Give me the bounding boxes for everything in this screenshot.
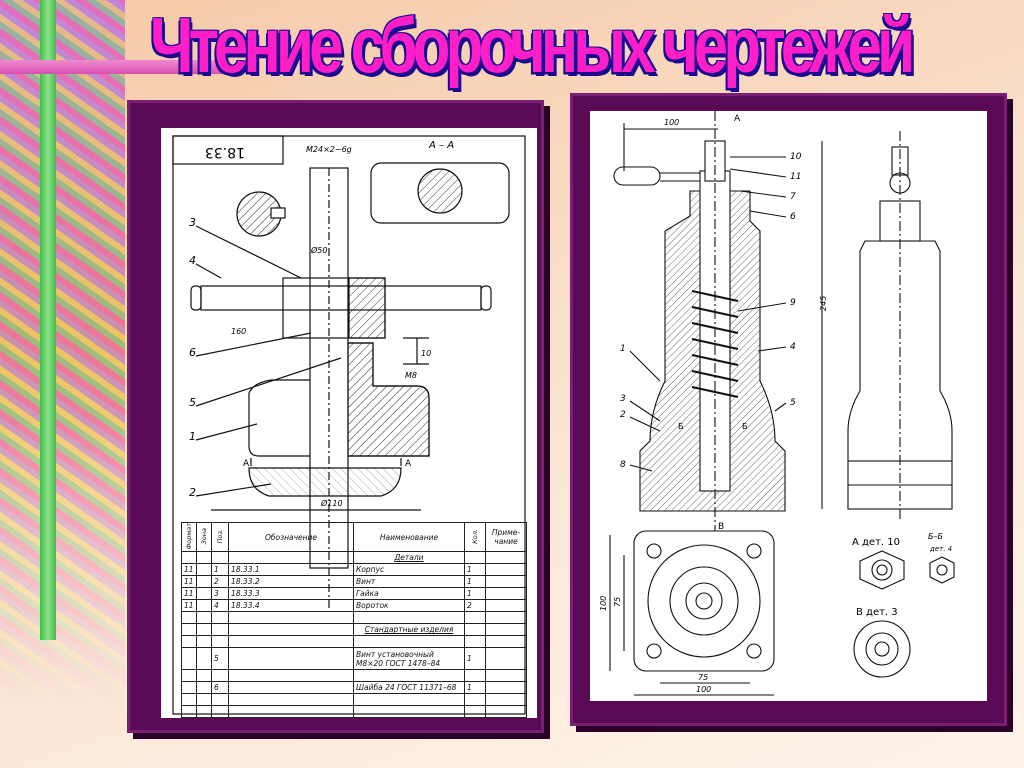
- decorative-green-bar: [40, 0, 56, 640]
- section-aa-label: А – А: [428, 140, 454, 151]
- col-qty: Кол.: [471, 528, 479, 544]
- decorative-pattern-strip: [0, 0, 125, 768]
- label-v-det3: В дет. 3: [856, 607, 898, 618]
- leader-1: 1: [189, 430, 196, 443]
- label-bb: Б–Б: [928, 532, 943, 541]
- col-zone: Зона: [200, 527, 208, 545]
- leader-7: 7: [790, 192, 796, 202]
- left-drawing-frame: 18.33 M24×2−6g А – А Ø50 160 10 М8 Ø110 …: [127, 100, 544, 733]
- decorative-pink-bar: [0, 60, 230, 74]
- right-drawing-frame: 100 А В 245 10 11 7 6 9 4 5 1 3 2 8 Б Б …: [570, 93, 1007, 726]
- thread-label: M24×2−6g: [306, 145, 352, 154]
- leader-11: 11: [790, 172, 801, 182]
- col-note: Приме- чание: [485, 521, 527, 553]
- dim-m8: М8: [405, 371, 417, 380]
- view-b-label: В: [718, 522, 724, 532]
- leader-3: 3: [620, 394, 626, 404]
- specification-table: Формат Зона Поз. Обозначение Наименовани…: [181, 521, 527, 718]
- valve-drawing: 100 А В 245 10 11 7 6 9 4 5 1 3 2 8 Б Б …: [599, 111, 955, 696]
- dim-100-side: 100: [599, 596, 608, 611]
- leader-1: 1: [620, 344, 626, 354]
- col-format: Формат: [185, 523, 193, 550]
- leader-4: 4: [790, 342, 796, 352]
- assembly-drawing: 18.33 M24×2−6g А – А Ø50 160 10 М8 Ø110 …: [172, 135, 526, 715]
- col-designation: Обозначение: [228, 521, 354, 553]
- dim-100-bottom: 100: [696, 685, 711, 694]
- dim-diam50: Ø50: [310, 245, 327, 255]
- label-det4: дет. 4: [929, 545, 952, 553]
- section-standard: Стандартные изделия: [353, 623, 465, 637]
- dim-160: 160: [231, 327, 246, 336]
- dim-diam110: Ø110: [320, 498, 343, 508]
- leader-5: 5: [790, 398, 796, 408]
- label-a-det10: А дет. 10: [852, 537, 900, 548]
- leader-2: 2: [189, 486, 196, 499]
- cut-a-right: А: [405, 459, 412, 469]
- sheet-code: 18.33: [205, 144, 245, 160]
- cut-a-left: А: [243, 459, 250, 469]
- valve-drawing-sheet: 100 А В 245 10 11 7 6 9 4 5 1 3 2 8 Б Б …: [590, 111, 987, 701]
- leader-6: 6: [189, 346, 196, 359]
- leader-2: 2: [620, 410, 626, 420]
- section-details: Детали: [353, 551, 465, 565]
- col-pos: Поз.: [216, 528, 224, 544]
- col-name: Наименование: [353, 521, 465, 553]
- assembly-drawing-sheet: 18.33 M24×2−6g А – А Ø50 160 10 М8 Ø110 …: [161, 128, 537, 718]
- view-a-label: А: [734, 114, 741, 124]
- leader-4: 4: [189, 254, 196, 267]
- slide-title: Чтение сборочных чертежей: [150, 3, 915, 90]
- dim-75-side: 75: [613, 597, 622, 607]
- leader-3: 3: [189, 216, 196, 229]
- leader-6: 6: [790, 212, 796, 222]
- section-b-left: Б: [678, 422, 684, 431]
- leader-8: 8: [620, 460, 626, 470]
- leader-10: 10: [790, 152, 802, 162]
- leader-9: 9: [790, 298, 796, 308]
- leader-5: 5: [189, 396, 196, 409]
- dim-10: 10: [421, 349, 431, 358]
- dim-100-top: 100: [664, 118, 679, 127]
- dim-75-bottom: 75: [698, 673, 708, 682]
- dim-245: 245: [819, 296, 828, 311]
- section-b-right: Б: [742, 422, 748, 431]
